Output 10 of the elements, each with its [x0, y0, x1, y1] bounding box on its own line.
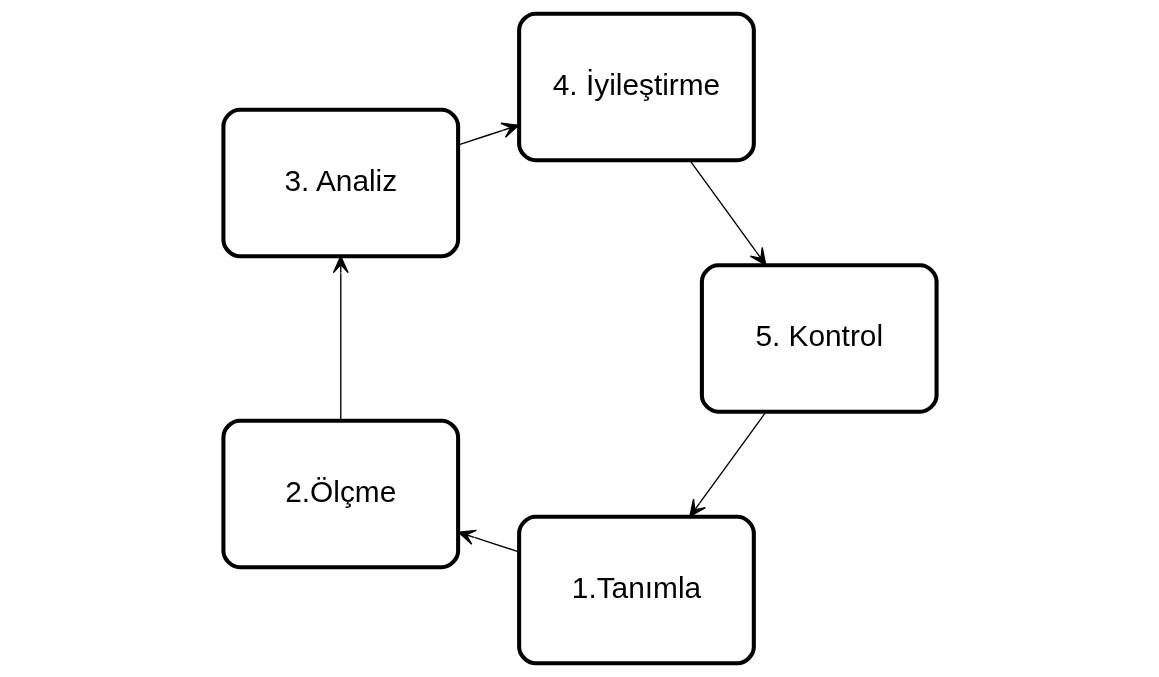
node-box: 1.Tanımla	[516, 514, 756, 666]
node-box: 4. İyileştirme	[516, 11, 756, 163]
arrow	[332, 255, 349, 422]
node-box: 3. Analiz	[220, 107, 460, 259]
node-box: 5. Kontrol	[699, 263, 939, 414]
arrow	[457, 529, 519, 553]
arrow	[688, 159, 766, 266]
arrow	[457, 122, 519, 146]
arrow	[688, 411, 767, 518]
node-box: 2.Ölçme	[220, 418, 460, 570]
